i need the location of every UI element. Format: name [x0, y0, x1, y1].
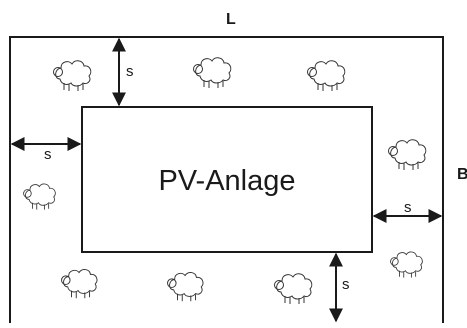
- spacing-label-right: s: [404, 199, 412, 216]
- sheep-icon: [274, 273, 313, 305]
- pv-array-label: PV-Anlage: [158, 165, 295, 197]
- sheep-icon: [307, 60, 346, 92]
- sheep-icon: [193, 57, 232, 89]
- field-boundary: [9, 36, 444, 323]
- sheep-icon: [53, 60, 92, 92]
- sheep-icon: [388, 139, 427, 171]
- pv-array: [81, 106, 373, 253]
- length-label: L: [226, 11, 236, 28]
- spacing-label-top: s: [126, 63, 134, 80]
- width-label: B: [457, 166, 467, 183]
- sheep-icon: [61, 269, 98, 299]
- sheep-icon: [167, 272, 204, 302]
- sheep-icon: [23, 183, 56, 211]
- sheep-icon: [390, 251, 423, 279]
- spacing-label-bottom: s: [342, 276, 350, 293]
- spacing-label-left: s: [44, 146, 52, 163]
